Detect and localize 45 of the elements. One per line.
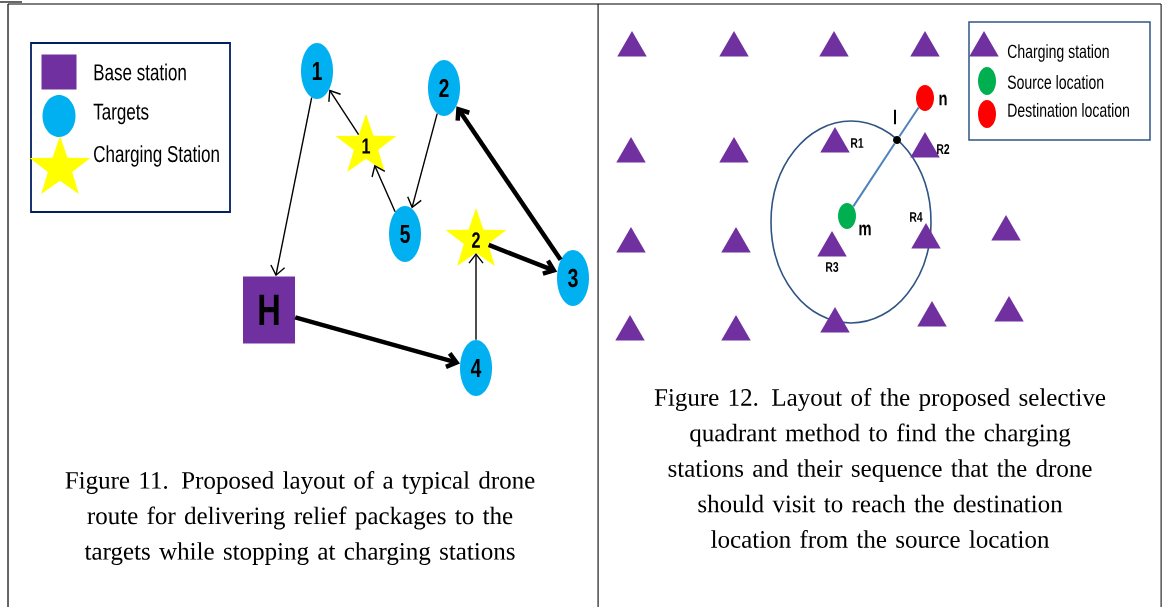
charging-triangle xyxy=(819,31,849,57)
charging-triangle xyxy=(917,301,947,327)
charging-triangle xyxy=(817,231,847,257)
charging-triangle xyxy=(721,315,751,341)
base-station-square: H xyxy=(243,276,295,344)
charging-star: 1 xyxy=(335,114,397,172)
charging-triangle xyxy=(616,227,646,253)
destination-dot xyxy=(916,85,934,111)
charging-triangle xyxy=(615,315,645,341)
legend-label: Charging station xyxy=(1007,44,1109,62)
node-label: R1 xyxy=(851,138,864,148)
charging-triangle xyxy=(911,223,941,249)
arrow xyxy=(328,89,360,136)
arrow xyxy=(487,242,558,276)
legend-label: Targets xyxy=(93,103,149,125)
charging-triangle xyxy=(994,296,1024,322)
arrow xyxy=(294,315,460,369)
charging-triangle xyxy=(820,127,850,153)
charging-triangle xyxy=(617,31,647,57)
node-label: R2 xyxy=(937,144,950,154)
legend-label: Destination location xyxy=(1008,103,1129,117)
source-dot xyxy=(838,203,856,229)
arrow xyxy=(270,96,313,277)
arrow xyxy=(371,164,396,213)
figure-caption: Figure 12. Layout of the proposed selective quadrant method to find the charging stations and their sequence that the drone should visit to reach the destination location from the source location xyxy=(654,388,1106,548)
charging-triangle xyxy=(820,307,850,333)
charging-triangle xyxy=(616,137,646,163)
charging-star: 2 xyxy=(445,208,507,266)
legend-label: Source location xyxy=(1007,75,1104,89)
charging-triangle xyxy=(910,31,940,57)
charging-triangle xyxy=(991,215,1021,241)
legend-label: Base station xyxy=(94,63,186,81)
node-label: R4 xyxy=(910,212,923,222)
legend-label: Charging Station xyxy=(94,145,219,167)
figure-caption: Figure 11. Proposed layout of a typical drone route for delivering relief packages to the targets while stopping at charging stations xyxy=(65,471,535,565)
node-label: R3 xyxy=(826,262,839,272)
charging-triangle xyxy=(719,137,749,163)
node-label: n xyxy=(939,94,947,106)
arrow xyxy=(455,106,563,262)
node-label: m xyxy=(859,224,871,236)
arrow xyxy=(407,112,438,209)
arrow xyxy=(468,253,484,341)
charging-triangle xyxy=(719,31,749,57)
charging-triangle xyxy=(721,227,751,253)
node-label: l xyxy=(894,109,896,125)
